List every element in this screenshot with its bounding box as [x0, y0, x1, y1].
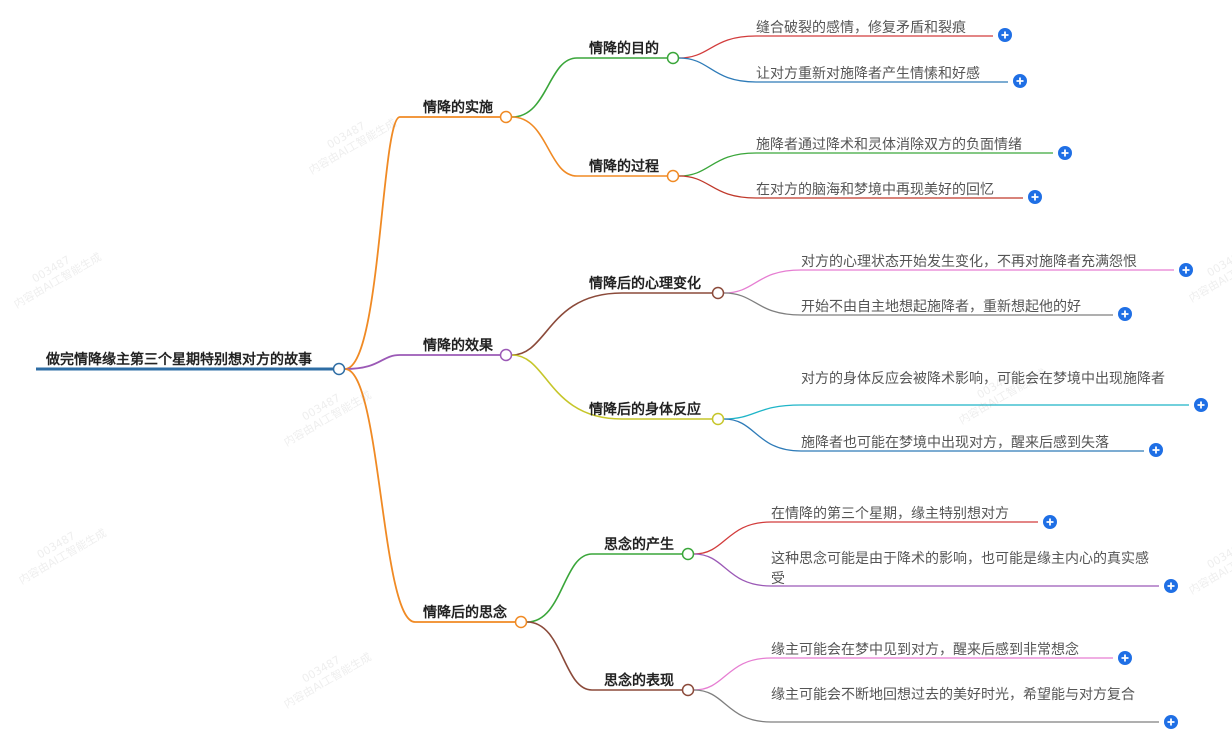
leaf-connector: [723, 292, 1113, 316]
leaf-text: 施降者也可能在梦境中出现对方，醒来后感到失落: [801, 435, 1109, 451]
branch-collapse-handle[interactable]: [499, 110, 513, 124]
expand-plus-icon[interactable]: [1149, 443, 1163, 457]
expand-plus-icon[interactable]: [1194, 398, 1208, 412]
subtopic-collapse-handle[interactable]: [711, 412, 725, 426]
leaf-connector: [678, 175, 1023, 199]
expand-plus-icon[interactable]: [1058, 146, 1072, 160]
expand-plus-icon[interactable]: [1164, 715, 1178, 729]
leaf-connector: [723, 404, 1189, 420]
leaf-connector: [693, 521, 1038, 555]
subtopic-connector: [511, 354, 712, 420]
leaf-connector: [693, 689, 1159, 723]
leaf-text: 在情降的第三个星期，缘主特别想对方: [771, 506, 1009, 522]
leaf-text: 施降者通过降术和灵体消除双方的负面情绪: [756, 137, 1022, 153]
leaf-connector: [678, 152, 1053, 177]
leaf-text: 开始不由自主地想起施降者，重新想起他的好: [801, 299, 1081, 315]
leaf-connector: [693, 553, 1159, 587]
leaf-text: 对方的心理状态开始发生变化，不再对施降者充满怨恨: [801, 254, 1137, 270]
subtopic-collapse-handle[interactable]: [711, 286, 725, 300]
branch-connector: [344, 354, 500, 370]
expand-plus-icon[interactable]: [1028, 190, 1042, 204]
subtopic-collapse-handle[interactable]: [666, 51, 680, 65]
leaf-text: 对方的身体反应会被降术影响，可能会在梦境中出现施降者: [801, 371, 1165, 387]
subtopic-connector: [511, 116, 667, 177]
branch-connector: [344, 368, 515, 623]
leaf-connector: [723, 418, 1144, 452]
expand-plus-icon[interactable]: [1013, 74, 1027, 88]
subtopic: 情降后的心理变化: [589, 276, 701, 292]
root-collapse-handle[interactable]: [332, 362, 346, 376]
subtopic-connector: [511, 57, 667, 118]
leaf-text: 这种思念可能是由于降术的影响，也可能是缘主内心的真实感受: [771, 551, 1149, 587]
branch-topic: 情降的实施: [423, 100, 493, 116]
leaf-text: 缝合破裂的感情，修复矛盾和裂痕: [756, 20, 966, 36]
subtopic-collapse-handle[interactable]: [666, 169, 680, 183]
branch-topic: 情降后的思念: [423, 605, 507, 621]
root-topic: 做完情降缘主第三个星期特别想对方的故事: [46, 352, 312, 368]
expand-plus-icon[interactable]: [1179, 263, 1193, 277]
subtopic: 情降后的身体反应: [589, 402, 701, 418]
subtopic: 思念的表现: [604, 673, 674, 689]
subtopic-collapse-handle[interactable]: [681, 547, 695, 561]
branch-connector: [344, 116, 500, 370]
subtopic-connector: [526, 621, 682, 691]
subtopic-connector: [526, 553, 682, 623]
subtopic-collapse-handle[interactable]: [681, 683, 695, 697]
leaf-text: 在对方的脑海和梦境中再现美好的回忆: [756, 182, 994, 198]
branch-topic: 情降的效果: [423, 338, 493, 354]
subtopic: 思念的产生: [604, 537, 674, 553]
subtopic: 情降的目的: [589, 41, 659, 57]
branch-collapse-handle[interactable]: [499, 348, 513, 362]
leaf-connector: [723, 269, 1174, 294]
expand-plus-icon[interactable]: [1118, 651, 1132, 665]
leaf-connector: [678, 57, 1008, 83]
expand-plus-icon[interactable]: [998, 28, 1012, 42]
leaf-connector: [693, 657, 1113, 691]
expand-plus-icon[interactable]: [1043, 515, 1057, 529]
subtopic: 情降的过程: [589, 159, 659, 175]
leaf-text: 缘主可能会在梦中见到对方，醒来后感到非常想念: [771, 642, 1079, 658]
leaf-text: 缘主可能会不断地回想过去的美好时光，希望能与对方复合: [771, 687, 1135, 703]
subtopic-connector: [511, 292, 712, 356]
leaf-connector: [678, 35, 993, 59]
expand-plus-icon[interactable]: [1118, 307, 1132, 321]
branch-collapse-handle[interactable]: [514, 615, 528, 629]
expand-plus-icon[interactable]: [1164, 579, 1178, 593]
leaf-text: 让对方重新对施降者产生情愫和好感: [756, 66, 980, 82]
